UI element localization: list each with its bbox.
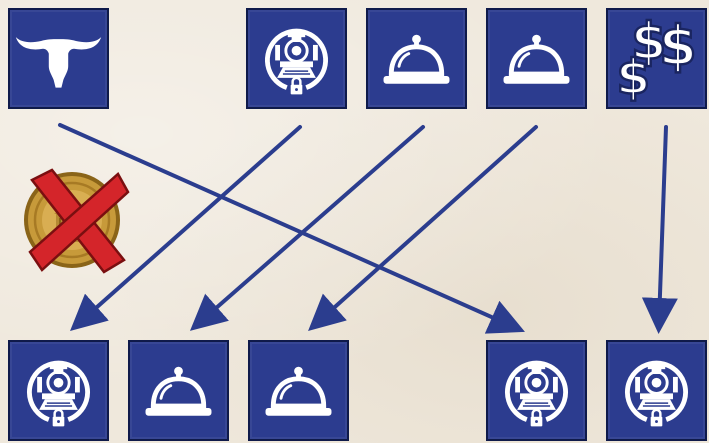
skull-tile — [8, 8, 109, 109]
arrow-bell-to-bell-2 — [317, 127, 536, 323]
locked-locomotive-icon — [10, 342, 107, 439]
arrow-bell-to-bell-1 — [199, 127, 423, 323]
bell-tile — [128, 340, 229, 441]
service-bell-icon — [488, 10, 585, 107]
bell-tile — [366, 8, 467, 109]
crossed-coin — [20, 166, 130, 276]
locomotive-tile — [246, 8, 347, 109]
service-bell-icon — [130, 342, 227, 439]
steer-skull-icon — [10, 10, 107, 107]
service-bell-icon — [368, 10, 465, 107]
locked-locomotive-icon — [488, 342, 585, 439]
locomotive-tile — [486, 340, 587, 441]
bell-tile — [248, 340, 349, 441]
dollars-tile — [606, 8, 707, 109]
dollar-signs-icon — [608, 10, 705, 107]
bell-tile — [486, 8, 587, 109]
locomotive-tile — [8, 340, 109, 441]
locked-locomotive-icon — [608, 342, 705, 439]
arrow-dollars-to-locomotive — [659, 127, 666, 322]
locked-locomotive-icon — [248, 10, 345, 107]
locomotive-tile — [606, 340, 707, 441]
service-bell-icon — [250, 342, 347, 439]
gold-coin-icon — [20, 166, 130, 276]
